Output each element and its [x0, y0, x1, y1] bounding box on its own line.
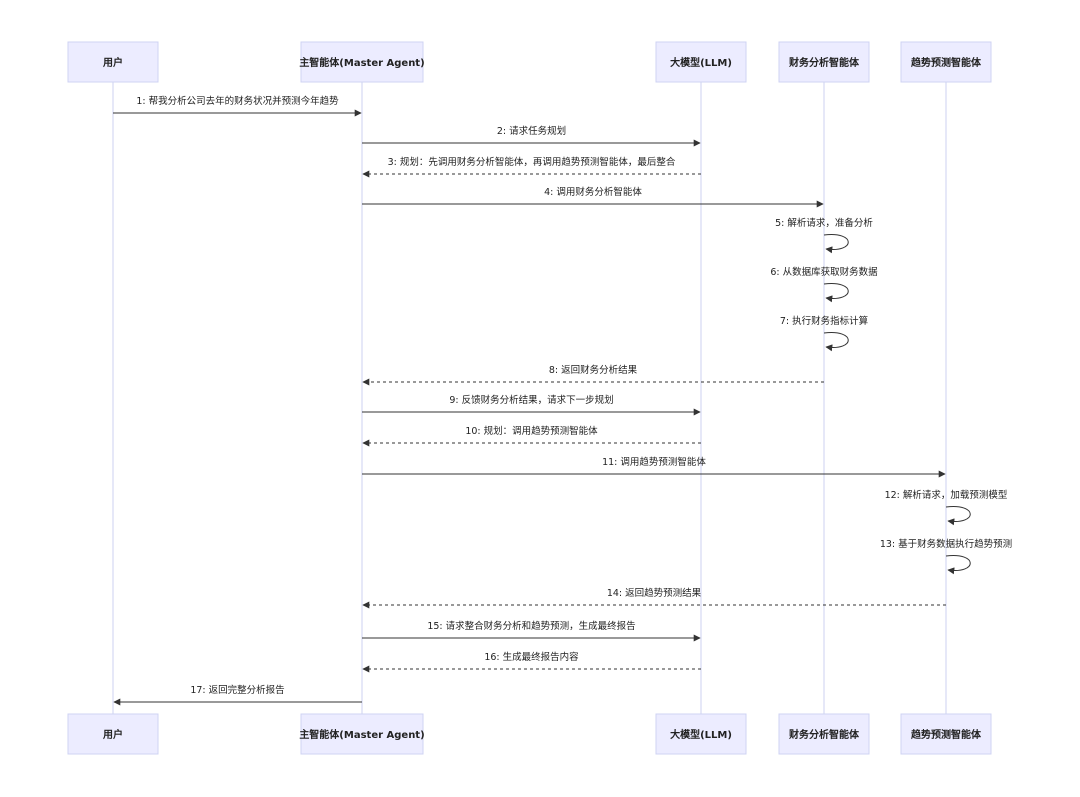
message-label: 1: 帮我分析公司去年的财务状况并预测今年趋势 — [136, 95, 339, 107]
message-9: 9: 反馈财务分析结果，请求下一步规划 — [362, 394, 701, 416]
actor-label: 用户 — [102, 728, 123, 741]
message-label: 12: 解析请求，加载预测模型 — [885, 489, 1008, 501]
message-label: 3: 规划：先调用财务分析智能体，再调用趋势预测智能体，最后整合 — [388, 156, 676, 168]
message-3: 3: 规划：先调用财务分析智能体，再调用趋势预测智能体，最后整合 — [362, 156, 701, 178]
message-label: 10: 规划：调用趋势预测智能体 — [465, 425, 598, 437]
actor-box — [655, 41, 747, 83]
actor-master-bottom: 主智能体(Master Agent) — [299, 713, 425, 755]
message-14: 14: 返回趋势预测结果 — [362, 587, 946, 609]
actor-box — [67, 713, 159, 755]
self-message-arrow — [945, 555, 971, 575]
message-8: 8: 返回财务分析结果 — [362, 364, 824, 386]
actors-top: 用户 主智能体(Master Agent) 大模型(LLM) 财务分析智能体 趋势预测智… — [67, 41, 992, 83]
message-17: 17: 返回完整分析报告 — [113, 684, 362, 706]
actor-trend-top: 趋势预测智能体 — [900, 41, 992, 83]
actor-box — [900, 41, 992, 83]
message-label: 15: 请求整合财务分析和趋势预测，生成最终报告 — [427, 620, 635, 632]
actors-bottom: 用户 主智能体(Master Agent) 大模型(LLM) 财务分析智能体 趋势预测智… — [67, 713, 992, 755]
message-16: 16: 生成最终报告内容 — [362, 651, 701, 673]
actor-label: 主智能体(Master Agent) — [299, 728, 424, 741]
actor-label: 财务分析智能体 — [788, 56, 860, 69]
actor-label: 趋势预测智能体 — [911, 728, 982, 741]
message-2: 2: 请求任务规划 — [362, 125, 701, 147]
message-label: 5: 解析请求，准备分析 — [775, 217, 873, 229]
self-message-arrow — [823, 332, 849, 352]
message-10: 10: 规划：调用趋势预测智能体 — [362, 425, 701, 447]
message-label: 13: 基于财务数据执行趋势预测 — [880, 538, 1012, 550]
actor-finance-top: 财务分析智能体 — [778, 41, 870, 83]
message-13: 13: 基于财务数据执行趋势预测 — [880, 538, 1012, 575]
message-7: 7: 执行财务指标计算 — [780, 315, 868, 352]
actor-master-top: 主智能体(Master Agent) — [299, 41, 425, 83]
message-label: 14: 返回趋势预测结果 — [607, 587, 702, 599]
message-15: 15: 请求整合财务分析和趋势预测，生成最终报告 — [362, 620, 701, 642]
messages: 1: 帮我分析公司去年的财务状况并预测今年趋势 2: 请求任务规划 3: 规划：先调… — [113, 95, 1012, 706]
message-label: 17: 返回完整分析报告 — [190, 684, 284, 696]
actor-label: 财务分析智能体 — [788, 728, 860, 741]
lifelines — [112, 82, 947, 714]
actor-box — [778, 713, 870, 755]
actor-box — [900, 713, 992, 755]
message-6: 6: 从数据库获取财务数据 — [770, 266, 878, 303]
actor-label: 趋势预测智能体 — [911, 56, 982, 69]
actor-finance-bottom: 财务分析智能体 — [778, 713, 870, 755]
actor-box — [778, 41, 870, 83]
message-1: 1: 帮我分析公司去年的财务状况并预测今年趋势 — [113, 95, 362, 117]
actor-llm-top: 大模型(LLM) — [655, 41, 747, 83]
actor-box — [300, 713, 424, 755]
message-4: 4: 调用财务分析智能体 — [362, 186, 824, 208]
message-label: 16: 生成最终报告内容 — [484, 651, 579, 663]
message-label: 4: 调用财务分析智能体 — [544, 186, 642, 198]
actor-label: 主智能体(Master Agent) — [299, 56, 424, 69]
message-12: 12: 解析请求，加载预测模型 — [885, 489, 1008, 526]
actor-label: 用户 — [102, 56, 123, 69]
message-11: 11: 调用趋势预测智能体 — [362, 456, 946, 478]
message-label: 6: 从数据库获取财务数据 — [770, 266, 878, 278]
actor-user-top: 用户 — [67, 41, 159, 83]
message-label: 8: 返回财务分析结果 — [549, 364, 638, 376]
actor-llm-bottom: 大模型(LLM) — [655, 713, 747, 755]
message-label: 11: 调用趋势预测智能体 — [602, 456, 706, 468]
actor-label: 大模型(LLM) — [670, 56, 732, 69]
message-label: 7: 执行财务指标计算 — [780, 315, 868, 327]
actor-label: 大模型(LLM) — [670, 728, 732, 741]
message-label: 9: 反馈财务分析结果，请求下一步规划 — [449, 394, 613, 406]
actor-trend-bottom: 趋势预测智能体 — [900, 713, 992, 755]
actor-box — [300, 41, 424, 83]
message-5: 5: 解析请求，准备分析 — [775, 217, 873, 254]
actor-box — [67, 41, 159, 83]
actor-user-bottom: 用户 — [67, 713, 159, 755]
self-message-arrow — [823, 234, 849, 254]
self-message-arrow — [823, 283, 849, 303]
self-message-arrow — [945, 506, 971, 526]
actor-box — [655, 713, 747, 755]
message-label: 2: 请求任务规划 — [497, 125, 566, 137]
